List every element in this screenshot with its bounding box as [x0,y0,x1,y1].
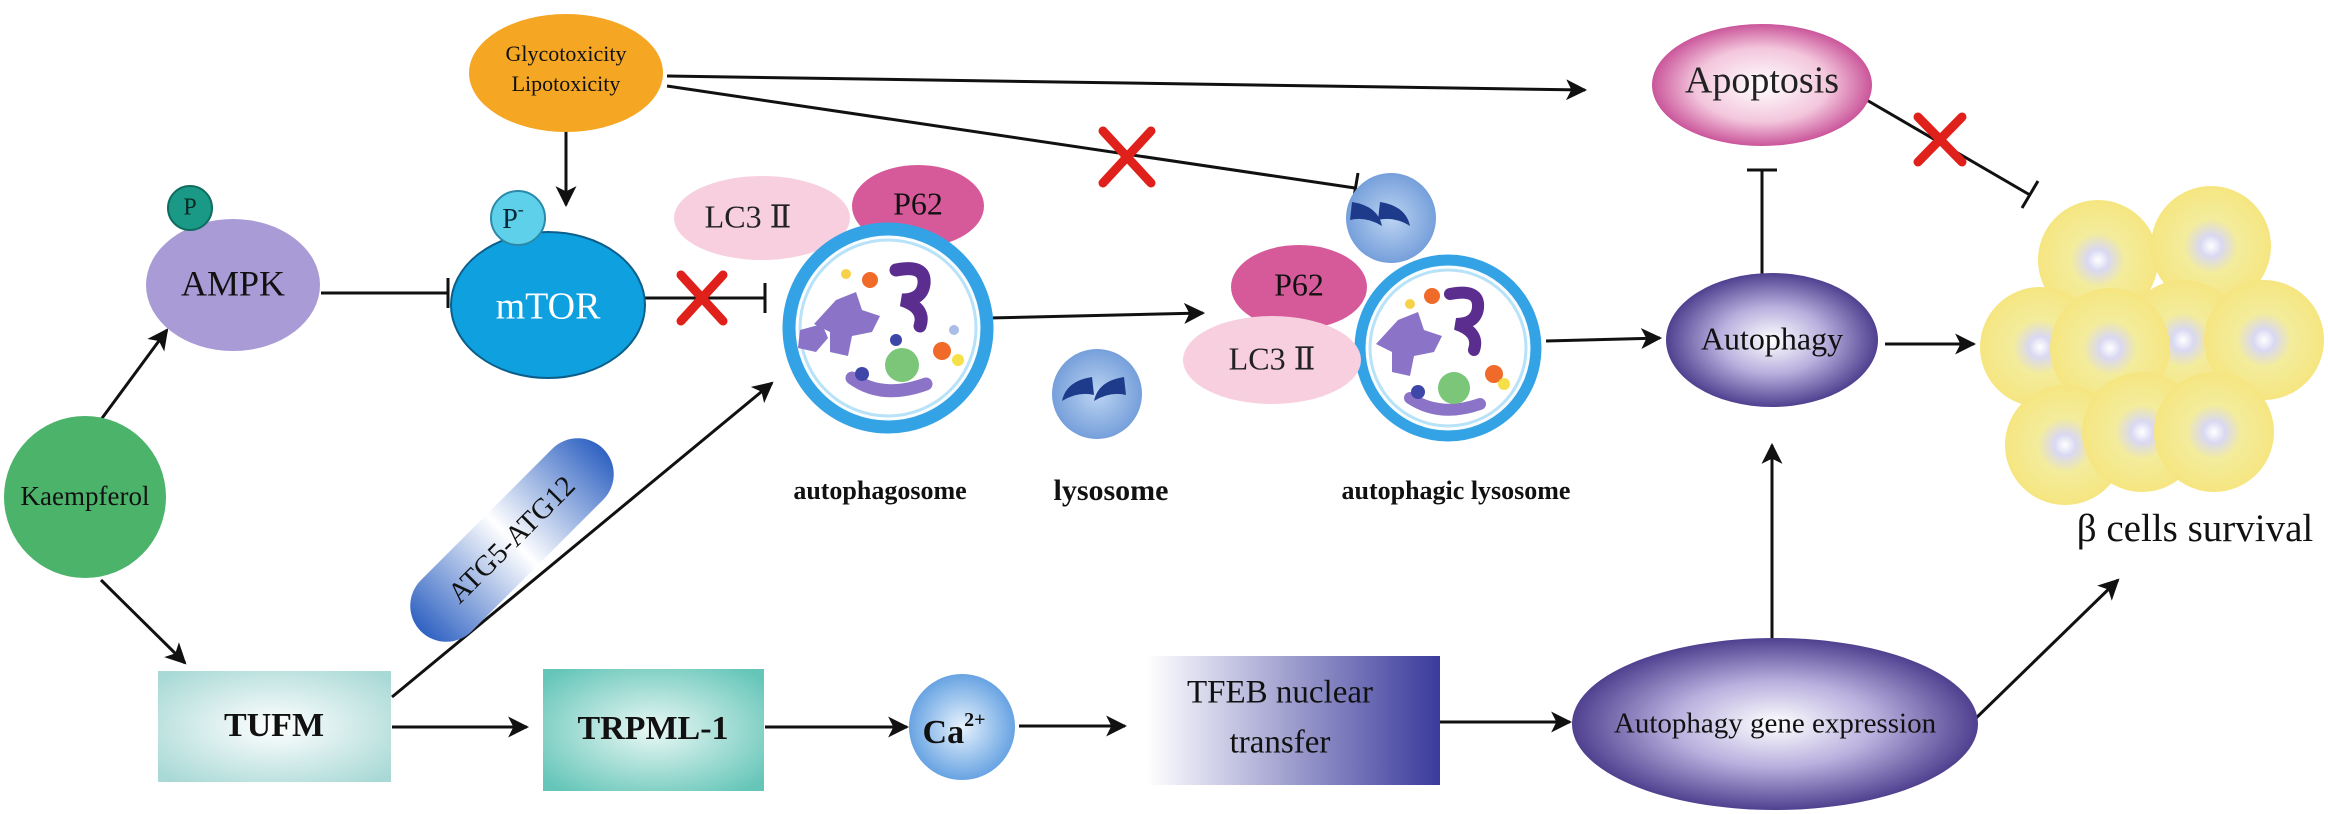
svg-text:Ca2+: Ca2+ [923,709,986,751]
mtor-node: mTOR [450,231,646,379]
tfeb-label-line2: transfer [1230,725,1331,761]
apoptosis-label: Apoptosis [1685,60,1839,102]
arrow-gene-expression-to-beta-cells [1970,578,2120,724]
block-marks [676,112,1967,326]
inhibit-stress-to-fusion [666,84,1356,190]
phospho-badge-mtor: P- [490,190,546,246]
phospho-label-mtor: P [502,204,518,235]
arrow-kaempferol-to-ampk [95,328,169,426]
atg5-atg12-capsule: ATG5-ATG12 [410,438,614,642]
autophagy-gene-expression-label: Autophagy gene expression [1614,708,1937,740]
autophagy-node: Autophagy [1666,273,1878,407]
inhibit-bar-beta-cells [2020,180,2040,209]
beta-cell [2154,372,2274,492]
autophagosome-label: autophagosome [793,476,966,505]
tfeb-nuclear-transfer-node: TFEB nuclear transfer [1147,656,1440,785]
kaempferol-label: Kaempferol [21,481,150,511]
arrow-tufm-to-autophagosome [391,381,774,699]
autophagy-gene-expression-node: Autophagy gene expression [1572,638,1978,810]
lc3-badge-1: LC3 Ⅱ [674,176,850,260]
lc3-label-1: LC3 Ⅱ [705,198,792,234]
lc3-badge-2: LC3 Ⅱ [1183,316,1361,404]
calcium-label: Ca [923,714,965,751]
arrow-stress-to-apoptosis [666,74,1588,101]
apoptosis-node: Apoptosis [1652,24,1872,146]
calcium-ion-node: Ca2+ [909,674,1015,780]
glycotoxicity-lipotoxicity-node: Glycotoxicity Lipotoxicity [469,14,663,132]
autophagic-lysosome-label: autophagic lysosome [1342,476,1571,505]
beta-cell [2151,186,2271,306]
p62-label-1: P62 [893,185,943,221]
calcium-charge: 2+ [964,709,985,731]
svg-text:P-: P- [502,199,524,235]
ampk-label: AMPK [181,263,285,303]
block-mark-icon [1913,112,1967,167]
tfeb-label-line1: TFEB nuclear [1187,675,1373,711]
kaempferol-node: Kaempferol [4,416,166,578]
beta-cell-cluster [1980,186,2324,505]
lysosome-label: lysosome [1054,474,1169,507]
p62-badge-2: P62 [1231,245,1367,329]
arrow-kaempferol-to-tufm [99,578,187,665]
phospho-label-ampk: P [183,195,196,221]
p62-label-2: P62 [1274,266,1324,302]
beta-cell [2038,200,2158,320]
autophagosome-vesicle [782,222,994,434]
trpml-1-node: TRPML-1 [543,669,764,791]
lysosome-icon [1346,173,1436,263]
phospho-charge-mtor: - [518,199,524,219]
phospho-badge-ampk: P [167,185,213,231]
beta-cells-survival-label: β cells survival [2077,507,2314,550]
tufm-label: TUFM [224,707,324,744]
lc3-label-2: LC3 Ⅱ [1229,340,1316,376]
autophagic-lysosome-vesicle [1354,254,1542,442]
connectors [95,74,2120,738]
block-mark-icon [1098,126,1156,188]
autophagy-label: Autophagy [1701,320,1843,356]
ampk-node: AMPK [146,219,320,351]
mtor-label: mTOR [496,286,602,328]
arrow-autophagosome-to-fusion [988,302,1206,324]
stress-label-line2: Lipotoxicity [512,71,621,96]
lysosome-icon [1052,349,1142,439]
trpml-1-label: TRPML-1 [577,710,728,747]
stress-label-line1: Glycotoxicity [506,41,627,66]
block-mark-icon [676,270,728,326]
beta-cell [2204,280,2324,400]
arrow-fusion-to-autophagy [1545,328,1663,349]
tufm-node: TUFM [158,671,391,782]
